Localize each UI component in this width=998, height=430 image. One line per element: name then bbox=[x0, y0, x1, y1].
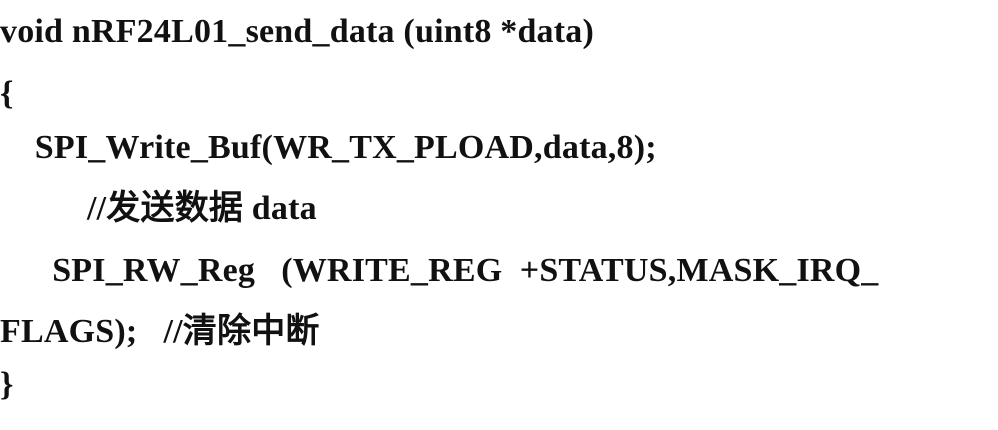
clear-interrupt-line: FLAGS); //清除中断 bbox=[0, 313, 320, 350]
spi-register-write-line: SPI_RW_Reg (WRITE_REG +STATUS,MASK_IRQ_ bbox=[0, 252, 879, 289]
opening-brace-line: { bbox=[0, 75, 14, 112]
function-signature-line: void nRF24L01_send_data (uint8 *data) bbox=[0, 13, 594, 50]
closing-brace-line: } bbox=[0, 366, 14, 403]
send-data-comment-line: //发送数据 data bbox=[0, 190, 317, 227]
spi-write-buffer-line: SPI_Write_Buf(WR_TX_PLOAD,data,8); bbox=[0, 129, 657, 166]
